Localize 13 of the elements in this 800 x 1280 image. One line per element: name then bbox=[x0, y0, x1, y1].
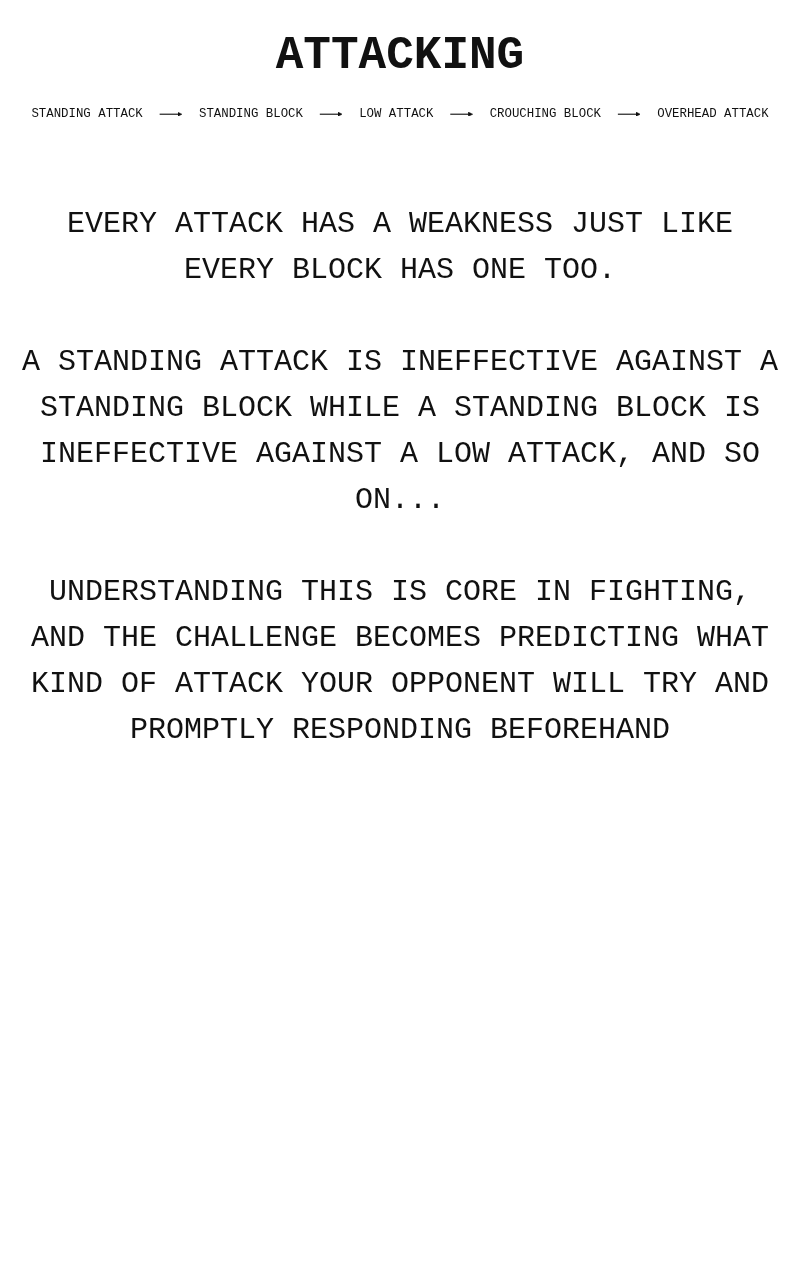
arrow bbox=[449, 111, 473, 117]
title: ATTACKING bbox=[274, 30, 526, 82]
arrow bbox=[319, 111, 343, 117]
node-text: STANDING BLOCK bbox=[199, 107, 303, 122]
node-text: STANDING ATTACK bbox=[31, 107, 143, 122]
arrow bbox=[617, 111, 641, 117]
arrow bbox=[159, 111, 183, 117]
paragraph: EVERY ATTACK HAS A WEAKNESS JUST LIKE EVERY BLOCK HAS ONE TOO. bbox=[65, 206, 735, 290]
node-text: LOW ATTACK bbox=[359, 107, 434, 122]
node-text: CROUCHING BLOCK bbox=[489, 107, 601, 122]
paragraph: A STANDING ATTACK IS INEFFECTIVE AGAINST A STANDING BLOCK WHILE A STANDING BLOCK IS INEFFECTIVE AGAINST A LOW ATTACK, AND SO ON... bbox=[20, 344, 780, 520]
node-text: OVERHEAD ATTACK bbox=[657, 107, 769, 122]
paragraph: UNDERSTANDING THIS IS CORE IN FIGHTING, AND THE CHALLENGE BECOMES PREDICTING WHAT KIND OF ATTACK YOUR OPPONENT WILL TRY AND PROMPTLY RESPONDING BEFOREHAND bbox=[29, 574, 771, 750]
